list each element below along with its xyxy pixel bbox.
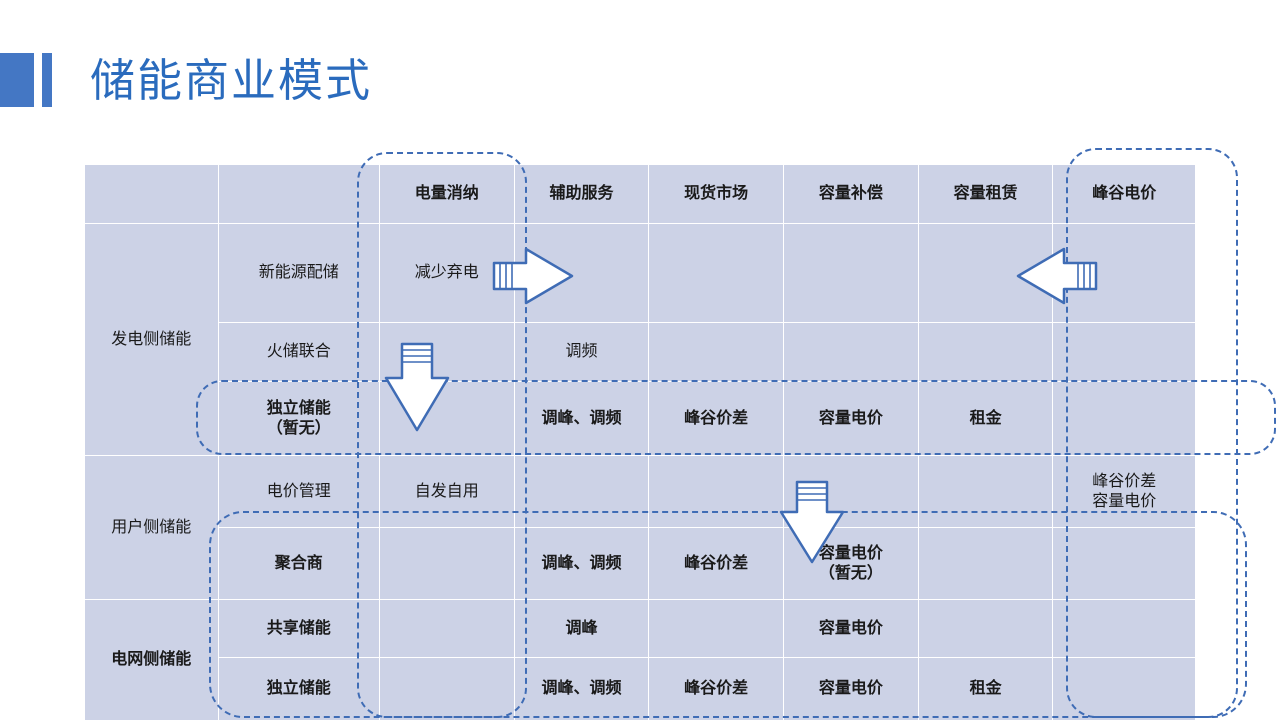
- page-title: 储能商业模式: [0, 50, 372, 110]
- cell-peak-valley-r3: [1053, 382, 1195, 455]
- cell-energy-absorption-r4: 自发自用: [379, 456, 514, 527]
- table-row: 电网侧储能 共享储能 调峰 容量电价: [85, 600, 1195, 720]
- cell-capacity-line2: （暂无）: [818, 564, 883, 582]
- cell-spot-r3: 峰谷价差: [649, 382, 784, 455]
- cell-capacity-comp-r7: 容量电价: [784, 658, 918, 720]
- cell-capacity-comp-r2: [784, 323, 918, 381]
- header-cell-spot-market[interactable]: 现货市场: [649, 165, 784, 223]
- cell-capacity-lease-r5: [918, 528, 1053, 599]
- cell-ancillary-r3: 调峰、调频: [514, 382, 649, 455]
- cell-capacity-lease-r4: [918, 456, 1053, 527]
- cell-peak-valley-r6: [1053, 600, 1195, 657]
- table-row: 聚合商 调峰、调频 峰谷价差 容量电价 （暂无）: [85, 528, 1195, 599]
- cell-ancillary-r6: 调峰: [514, 600, 649, 657]
- cell-peak-valley-r4: 峰谷价差 容量电价: [1053, 456, 1195, 527]
- row-label-shared-storage: 共享储能: [218, 600, 379, 657]
- cell-ancillary-r1: [514, 224, 649, 322]
- cell-peak-valley-r5: [1053, 528, 1195, 599]
- cell-capacity-lease-r7: 租金: [918, 658, 1053, 720]
- table-row: 独立储能 调峰、调频 峰谷价差 容量电价 租金: [85, 658, 1195, 720]
- row-label-thermal-storage-combo: 火储联合: [218, 323, 379, 381]
- cell-spot-r4: [649, 456, 784, 527]
- cell-energy-absorption-r3: [379, 382, 514, 455]
- row-label-line2: （暂无）: [266, 419, 331, 437]
- cell-ancillary-r4: [514, 456, 649, 527]
- cell-energy-absorption-r2: [379, 323, 514, 381]
- header-cell-ancillary-service[interactable]: 辅助服务: [514, 165, 649, 223]
- cell-spot-r7: 峰谷价差: [649, 658, 784, 720]
- cell-capacity-lease-r2: [918, 323, 1053, 381]
- header-cell-blank-sub: [218, 165, 379, 223]
- cell-ancillary-r7: 调峰、调频: [514, 658, 649, 720]
- cell-peak-valley-r7: [1053, 658, 1195, 720]
- group-label-generation-side: 发电侧储能: [85, 224, 218, 455]
- cell-peak-valley-r1: [1053, 224, 1195, 322]
- group-label-grid-side: 电网侧储能: [85, 600, 218, 720]
- cell-peak-valley-line1: 峰谷价差: [1092, 472, 1157, 490]
- cell-capacity-comp-r1: [784, 224, 918, 322]
- cell-capacity-lease-r1: [918, 224, 1053, 322]
- table-row: 火储联合 调频: [85, 323, 1195, 381]
- row-label-independent-storage-grid: 独立储能: [218, 658, 379, 720]
- cell-capacity-comp-r3: 容量电价: [784, 382, 918, 455]
- cell-capacity-comp-r6: 容量电价: [784, 600, 918, 657]
- group-label-user-side: 用户侧储能: [85, 456, 218, 599]
- cell-capacity-comp-r5: 容量电价 （暂无）: [784, 528, 918, 599]
- page-title-text: 储能商业模式: [90, 54, 373, 106]
- cell-capacity-comp-r4: [784, 456, 918, 527]
- cell-spot-r1: [649, 224, 784, 322]
- cell-energy-absorption-r1: 减少弃电: [379, 224, 514, 322]
- cell-energy-absorption-r5: [379, 528, 514, 599]
- cell-capacity-lease-r3: 租金: [918, 382, 1053, 455]
- table-header-row: 电量消纳 辅助服务 现货市场 容量补偿 容量租赁 峰谷电价: [85, 165, 1195, 223]
- cell-energy-absorption-r6: [379, 600, 514, 657]
- table-row: 独立储能 （暂无） 调峰、调频 峰谷价差 容量电价 租金: [85, 382, 1195, 455]
- business-model-table: 电量消纳 辅助服务 现货市场 容量补偿 容量租赁 峰谷电价 发电侧储能 新能源配…: [84, 164, 1196, 720]
- cell-capacity-lease-r6: [918, 600, 1053, 657]
- row-label-price-management: 电价管理: [218, 456, 379, 527]
- cell-peak-valley-line2: 容量电价: [1092, 492, 1157, 510]
- header-cell-energy-absorption[interactable]: 电量消纳: [379, 165, 514, 223]
- row-label-independent-storage-gen: 独立储能 （暂无）: [218, 382, 379, 455]
- title-accent-bar-large: [0, 53, 34, 107]
- header-cell-peak-valley-price[interactable]: 峰谷电价: [1053, 165, 1195, 223]
- cell-capacity-line1: 容量电价: [818, 544, 883, 562]
- header-cell-capacity-lease[interactable]: 容量租赁: [918, 165, 1053, 223]
- table-row: 发电侧储能 新能源配储 减少弃电: [85, 224, 1195, 455]
- title-accent-bar-small: [42, 53, 52, 107]
- cell-peak-valley-r2: [1053, 323, 1195, 381]
- cell-spot-r5: 峰谷价差: [649, 528, 784, 599]
- row-label-line1: 独立储能: [266, 399, 331, 417]
- row-label-new-energy-storage: 新能源配储: [218, 224, 379, 322]
- row-label-aggregator: 聚合商: [218, 528, 379, 599]
- cell-energy-absorption-r7: [379, 658, 514, 720]
- cell-spot-r6: [649, 600, 784, 657]
- header-cell-capacity-compensation[interactable]: 容量补偿: [784, 165, 918, 223]
- cell-ancillary-r2: 调频: [514, 323, 649, 381]
- table-row: 用户侧储能 电价管理 自发自用 峰谷价差 容量电价: [85, 456, 1195, 599]
- cell-spot-r2: [649, 323, 784, 381]
- header-cell-blank-group: [85, 165, 218, 223]
- cell-ancillary-r5: 调峰、调频: [514, 528, 649, 599]
